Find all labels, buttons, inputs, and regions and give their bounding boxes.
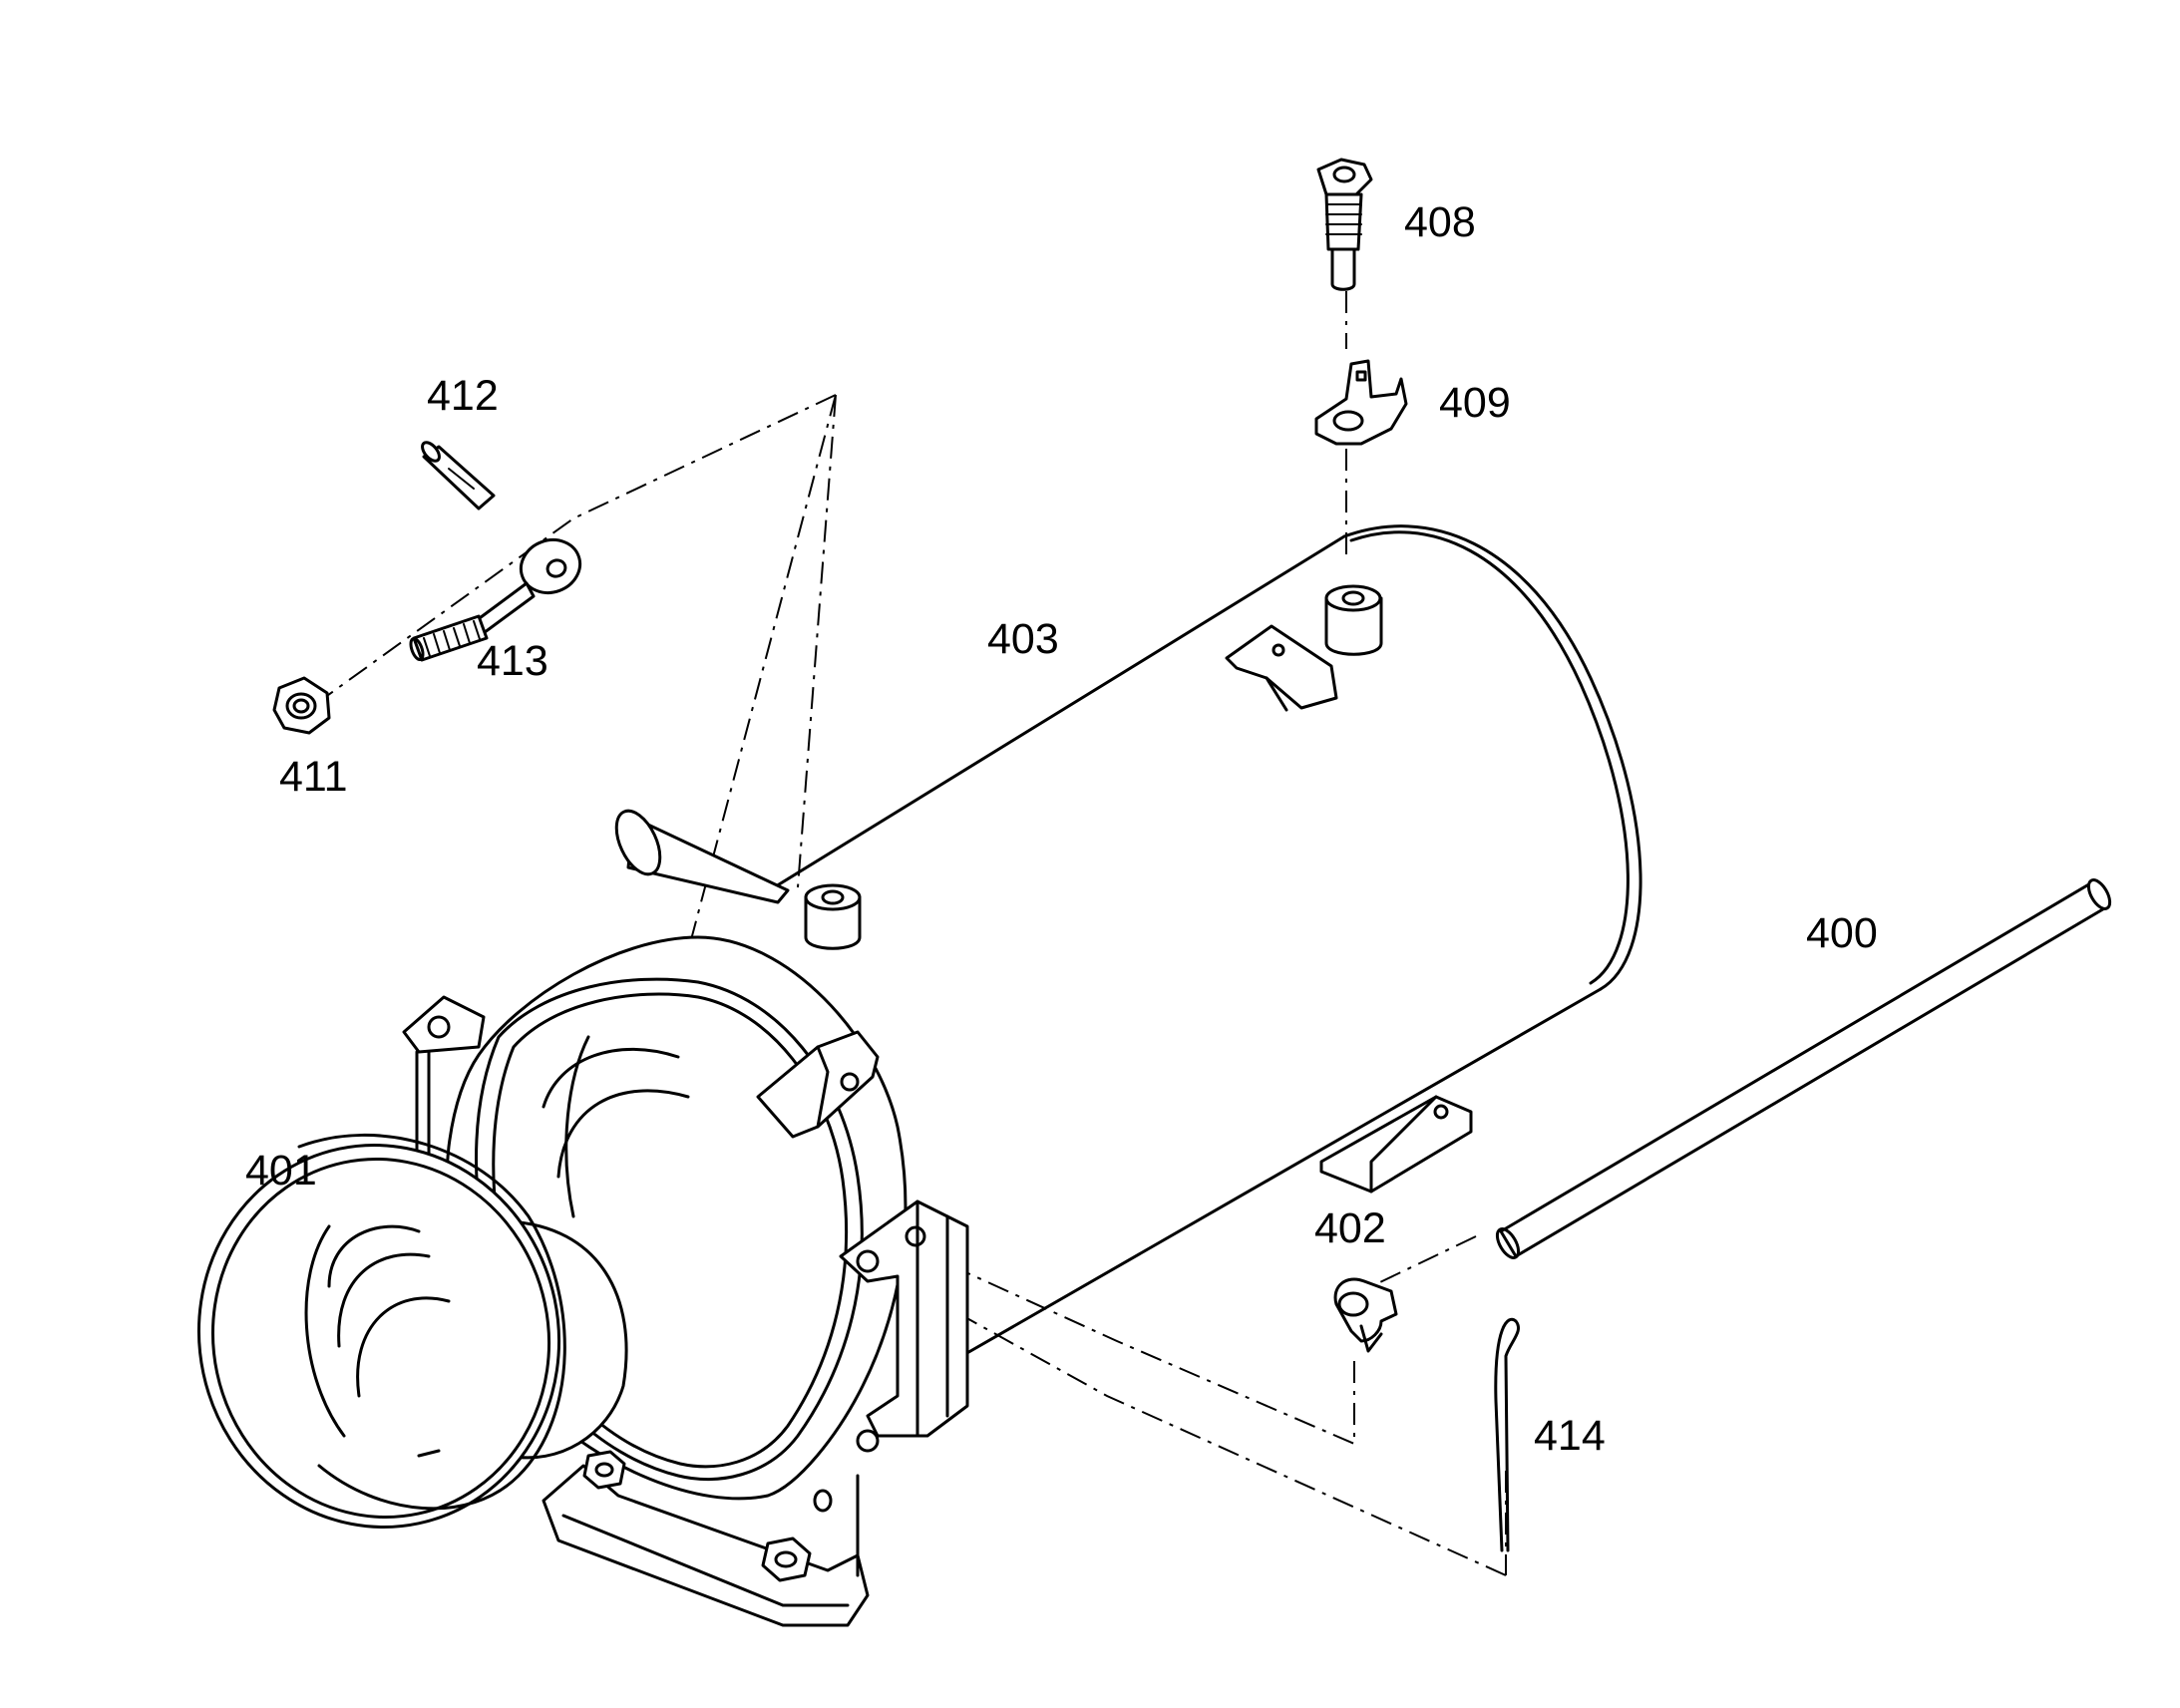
label-413: 413 <box>477 637 548 685</box>
label-400: 400 <box>1806 909 1878 957</box>
part-labels: 400 401 402 403 408 409 411 412 413 414 <box>245 198 1878 1460</box>
eye-bolt-part-413 <box>409 538 582 662</box>
nut-part-411 <box>272 676 331 735</box>
pipe-part-400 <box>1495 878 2112 1259</box>
housing-part-401 <box>196 935 969 1627</box>
label-409: 409 <box>1439 379 1511 427</box>
label-412: 412 <box>427 372 499 420</box>
label-411: 411 <box>279 753 348 801</box>
label-414: 414 <box>1534 1412 1606 1460</box>
label-402: 402 <box>1314 1204 1386 1252</box>
label-408: 408 <box>1404 198 1476 246</box>
bracket-part-409 <box>1314 359 1408 446</box>
label-401: 401 <box>245 1147 317 1195</box>
cotter-pin-part-414 <box>1494 1317 1521 1552</box>
plug-part-408 <box>1316 158 1373 291</box>
cylinder-body-part-403 <box>614 524 1642 1356</box>
sleeve-part-412 <box>421 441 496 511</box>
label-403: 403 <box>987 615 1059 663</box>
hose-clip-part-402 <box>1333 1277 1398 1353</box>
